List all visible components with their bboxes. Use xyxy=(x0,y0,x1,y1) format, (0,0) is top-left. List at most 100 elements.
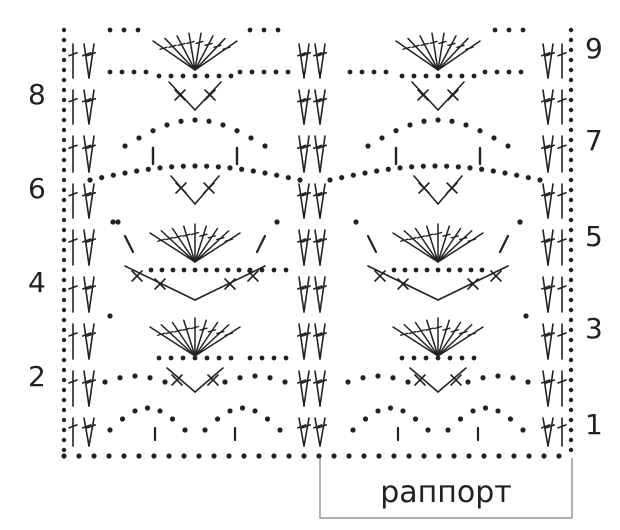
chain-dot xyxy=(463,122,469,128)
double-crochet-bar xyxy=(317,238,328,243)
fan-stitch-bar xyxy=(224,238,233,242)
chain-dot xyxy=(495,408,501,414)
chain-dot xyxy=(283,267,289,273)
fan-stitch xyxy=(152,40,196,71)
fan-stitch xyxy=(194,232,241,263)
double-crochet xyxy=(83,89,90,125)
double-crochet xyxy=(303,43,310,79)
fan-stitch-bar xyxy=(182,327,191,331)
double-crochet-bar xyxy=(68,424,78,429)
chain-dot xyxy=(61,277,67,283)
chain-dot xyxy=(568,227,574,233)
double-crochet-bar xyxy=(296,285,307,290)
fan-stitch-bar xyxy=(195,40,204,45)
double-crochet xyxy=(303,183,310,219)
chain-dot xyxy=(362,170,368,176)
chain-dot xyxy=(192,163,198,169)
double-crochet xyxy=(542,89,549,125)
double-crochet xyxy=(319,229,326,266)
double-crochet-bar xyxy=(68,379,78,384)
chain-dot xyxy=(421,118,427,124)
chain-dot xyxy=(214,267,220,273)
side-stitch xyxy=(123,234,135,254)
chain-dot xyxy=(285,69,291,75)
chain-dot xyxy=(301,453,307,459)
double-crochet-bar xyxy=(86,285,97,290)
chain-dot xyxy=(162,379,168,385)
chain-dot xyxy=(481,453,487,459)
fan-stitch xyxy=(149,326,196,357)
fan-stitch xyxy=(437,230,473,263)
single-crochet xyxy=(490,270,502,282)
chain-dot xyxy=(61,47,67,53)
fan-stitch-bar xyxy=(207,329,217,333)
chain-dot xyxy=(409,164,415,170)
fan-stitch xyxy=(437,40,481,71)
chain-dot xyxy=(273,69,279,75)
chain-dot xyxy=(407,122,413,128)
chain-dot xyxy=(423,73,429,79)
chart-symbols xyxy=(61,27,574,459)
double-crochet-bar xyxy=(545,424,556,429)
chain-dot xyxy=(477,128,483,134)
chain-dot xyxy=(156,73,162,79)
fan-stitch xyxy=(437,225,450,263)
fan-stitch-bar xyxy=(425,327,434,331)
double-crochet xyxy=(303,323,310,360)
side-stitch xyxy=(366,234,378,254)
chain-dot xyxy=(568,97,574,103)
double-crochet xyxy=(298,89,305,125)
fan-stitch-bar xyxy=(429,40,438,45)
chain-dot xyxy=(568,57,574,63)
fan-stitch xyxy=(437,319,450,357)
chain-dot xyxy=(61,77,67,83)
double-crochet xyxy=(314,229,321,266)
joined-stitch xyxy=(194,367,224,393)
chain-dot xyxy=(436,453,442,459)
double-crochet-bar xyxy=(545,144,556,150)
double-crochet xyxy=(542,43,549,79)
fan-stitch-bar xyxy=(204,42,213,47)
double-crochet-bar xyxy=(317,379,328,384)
chain-dot xyxy=(490,168,496,174)
fan-stitch-bar xyxy=(459,236,468,241)
double-crochet xyxy=(88,323,95,360)
chain-dot xyxy=(164,122,170,128)
double-crochet xyxy=(298,323,305,360)
double-crochet-bar xyxy=(301,285,312,290)
chain-dot xyxy=(61,127,67,133)
repeat-bracket xyxy=(319,458,573,519)
fan-stitch xyxy=(403,230,439,263)
chain-dot xyxy=(556,453,562,459)
fan-stitch-bar xyxy=(173,329,183,333)
chain-dot xyxy=(169,416,176,422)
fan-stitch xyxy=(194,230,230,263)
chain-dot xyxy=(510,375,516,381)
chain-dot xyxy=(249,69,255,75)
fan-stitch-bar xyxy=(157,332,166,336)
chain-dot xyxy=(192,73,198,79)
chain-dot xyxy=(568,157,574,163)
chain-dot xyxy=(568,27,574,33)
chain-dot xyxy=(216,73,222,79)
chain-dot xyxy=(61,237,67,243)
chain-dot xyxy=(423,355,429,361)
chain-dot xyxy=(61,437,67,443)
fan-stitch xyxy=(419,35,439,71)
chain-dot xyxy=(568,177,574,183)
double-crochet xyxy=(314,276,321,313)
chain-dot xyxy=(568,147,574,153)
chain-dot xyxy=(517,219,523,225)
double-crochet-bar xyxy=(81,332,92,337)
chain-dot xyxy=(252,373,258,379)
chain-dot xyxy=(274,219,280,225)
chain-dot xyxy=(327,177,333,183)
double-crochet xyxy=(298,43,305,79)
chain-dot xyxy=(192,117,198,123)
chain-dot xyxy=(61,297,67,303)
chain-dot xyxy=(568,357,574,363)
chain-dot xyxy=(247,27,253,33)
chain-dot xyxy=(375,373,381,379)
chain-dot xyxy=(61,357,67,363)
fan-stitch xyxy=(194,321,219,357)
